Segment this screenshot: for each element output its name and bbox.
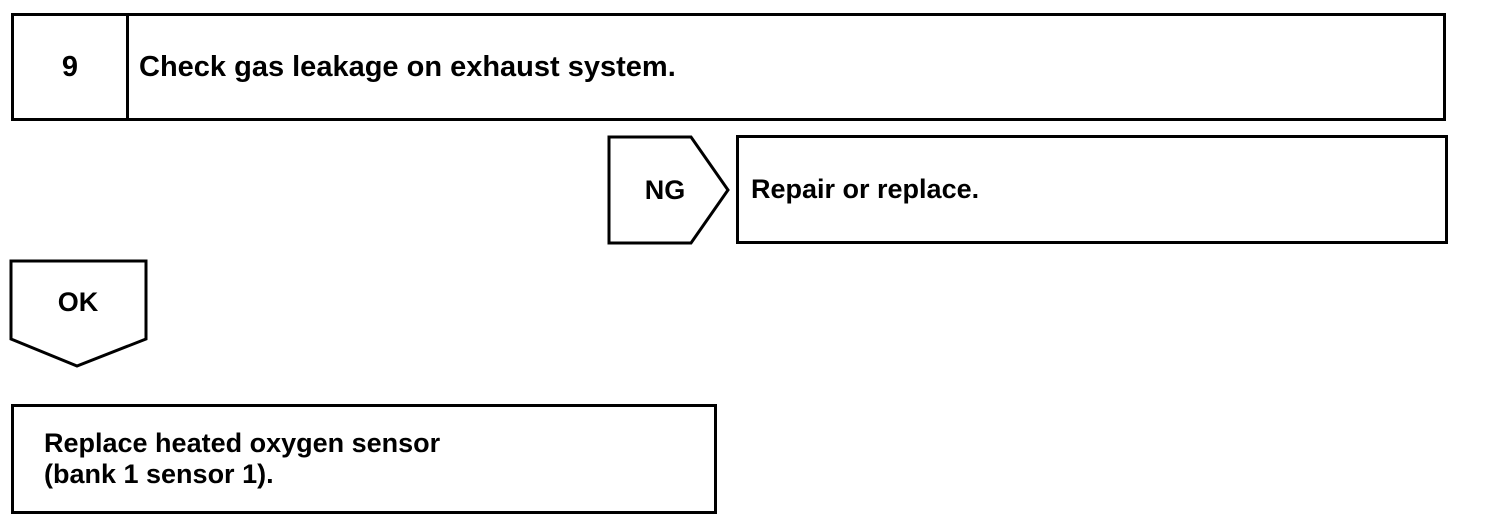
ok-result-line-2: (bank 1 sensor 1). xyxy=(44,459,274,489)
ng-label: NG xyxy=(644,174,686,205)
step-number: 9 xyxy=(14,16,129,118)
step-title: Check gas leakage on exhaust system. xyxy=(139,50,676,83)
ng-result-box: Repair or replace. xyxy=(736,135,1448,244)
ng-arrow-shape xyxy=(607,135,730,245)
step-header-box: 9 Check gas leakage on exhaust system. xyxy=(11,13,1446,121)
ok-result-box: Replace heated oxygen sensor (bank 1 sen… xyxy=(11,404,717,514)
ok-label: OK xyxy=(57,286,99,317)
ok-arrow-shape xyxy=(9,259,148,368)
ok-result-line-1: Replace heated oxygen sensor xyxy=(44,428,441,458)
